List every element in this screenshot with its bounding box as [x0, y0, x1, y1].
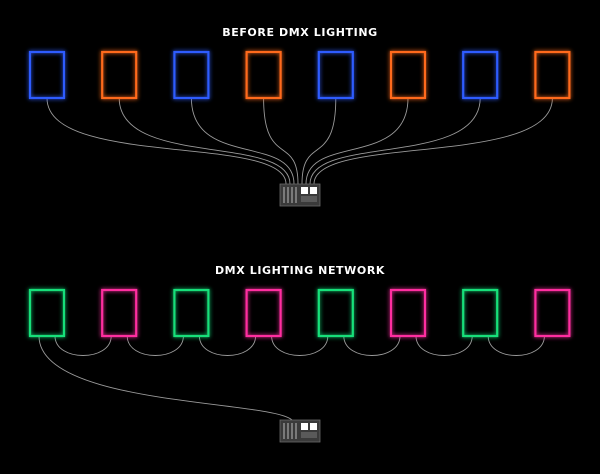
- controller-display: [301, 432, 317, 438]
- controller-button: [310, 423, 317, 430]
- daisy-chain-cable: [271, 335, 329, 356]
- top-light-panels: [28, 50, 571, 100]
- top-light-panel: [462, 50, 499, 100]
- bottom-light-panel: [462, 288, 499, 338]
- controller-button: [310, 187, 317, 194]
- star-cable: [190, 97, 295, 185]
- top-light-panel: [245, 50, 282, 100]
- controller-fader: [287, 187, 289, 203]
- bottom-light-panel: [534, 288, 571, 338]
- controller-cable: [38, 335, 293, 421]
- star-cable: [301, 97, 337, 185]
- bottom-light-panel: [173, 288, 210, 338]
- top-light-panel: [389, 50, 427, 100]
- bottom-light-panel: [101, 288, 138, 338]
- controller-fader: [291, 423, 293, 439]
- controller-display: [301, 196, 317, 202]
- bottom-light-panel: [28, 288, 66, 338]
- controller-fader: [291, 187, 293, 203]
- controller-button: [301, 423, 308, 430]
- star-cable: [305, 97, 409, 185]
- daisy-chain-cable: [343, 335, 401, 356]
- controller-fader: [295, 187, 297, 203]
- controller-fader: [283, 187, 285, 203]
- daisy-chain-cable: [126, 335, 184, 356]
- controller-fader: [283, 423, 285, 439]
- top-light-panel: [534, 50, 571, 100]
- daisy-chain-cable: [54, 335, 112, 356]
- top-light-panel: [28, 50, 66, 100]
- bottom-daisy-chain-cables: [38, 335, 545, 421]
- bottom-dmx-controller: [279, 419, 321, 443]
- top-light-panel: [173, 50, 210, 100]
- controller-fader: [287, 423, 289, 439]
- top-dmx-controller: [279, 183, 321, 207]
- bottom-light-panel: [245, 288, 282, 338]
- top-light-panel: [317, 50, 354, 100]
- controller-fader: [295, 423, 297, 439]
- star-cable: [313, 97, 553, 185]
- star-cable: [46, 97, 287, 185]
- bottom-light-panels: [28, 288, 571, 338]
- daisy-chain-cable: [198, 335, 257, 356]
- controller-button: [301, 187, 308, 194]
- top-light-panel: [101, 50, 138, 100]
- star-cable: [118, 97, 291, 185]
- daisy-chain-cable: [415, 335, 473, 356]
- star-cable: [309, 97, 481, 185]
- star-cable: [263, 97, 299, 185]
- before-dmx-title: BEFORE DMX LIGHTING: [222, 26, 378, 39]
- bottom-light-panel: [389, 288, 427, 338]
- daisy-chain-cable: [487, 335, 545, 356]
- dmx-network-title: DMX LIGHTING NETWORK: [214, 264, 386, 277]
- bottom-light-panel: [317, 288, 354, 338]
- top-star-cables: [46, 97, 553, 185]
